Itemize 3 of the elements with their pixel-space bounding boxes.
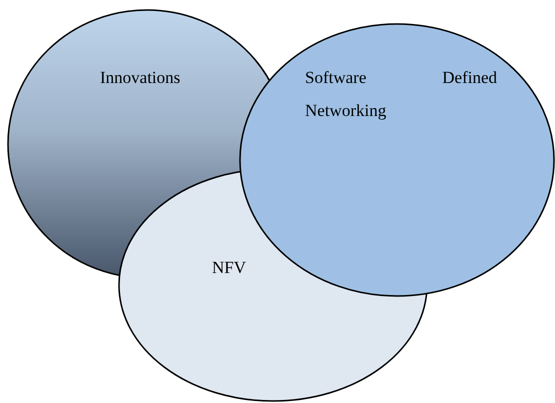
ellipse-label: Software Defined Networking (305, 67, 497, 122)
ellipse-label: Innovations (100, 67, 182, 89)
ellipse-label: NFV (212, 257, 248, 279)
